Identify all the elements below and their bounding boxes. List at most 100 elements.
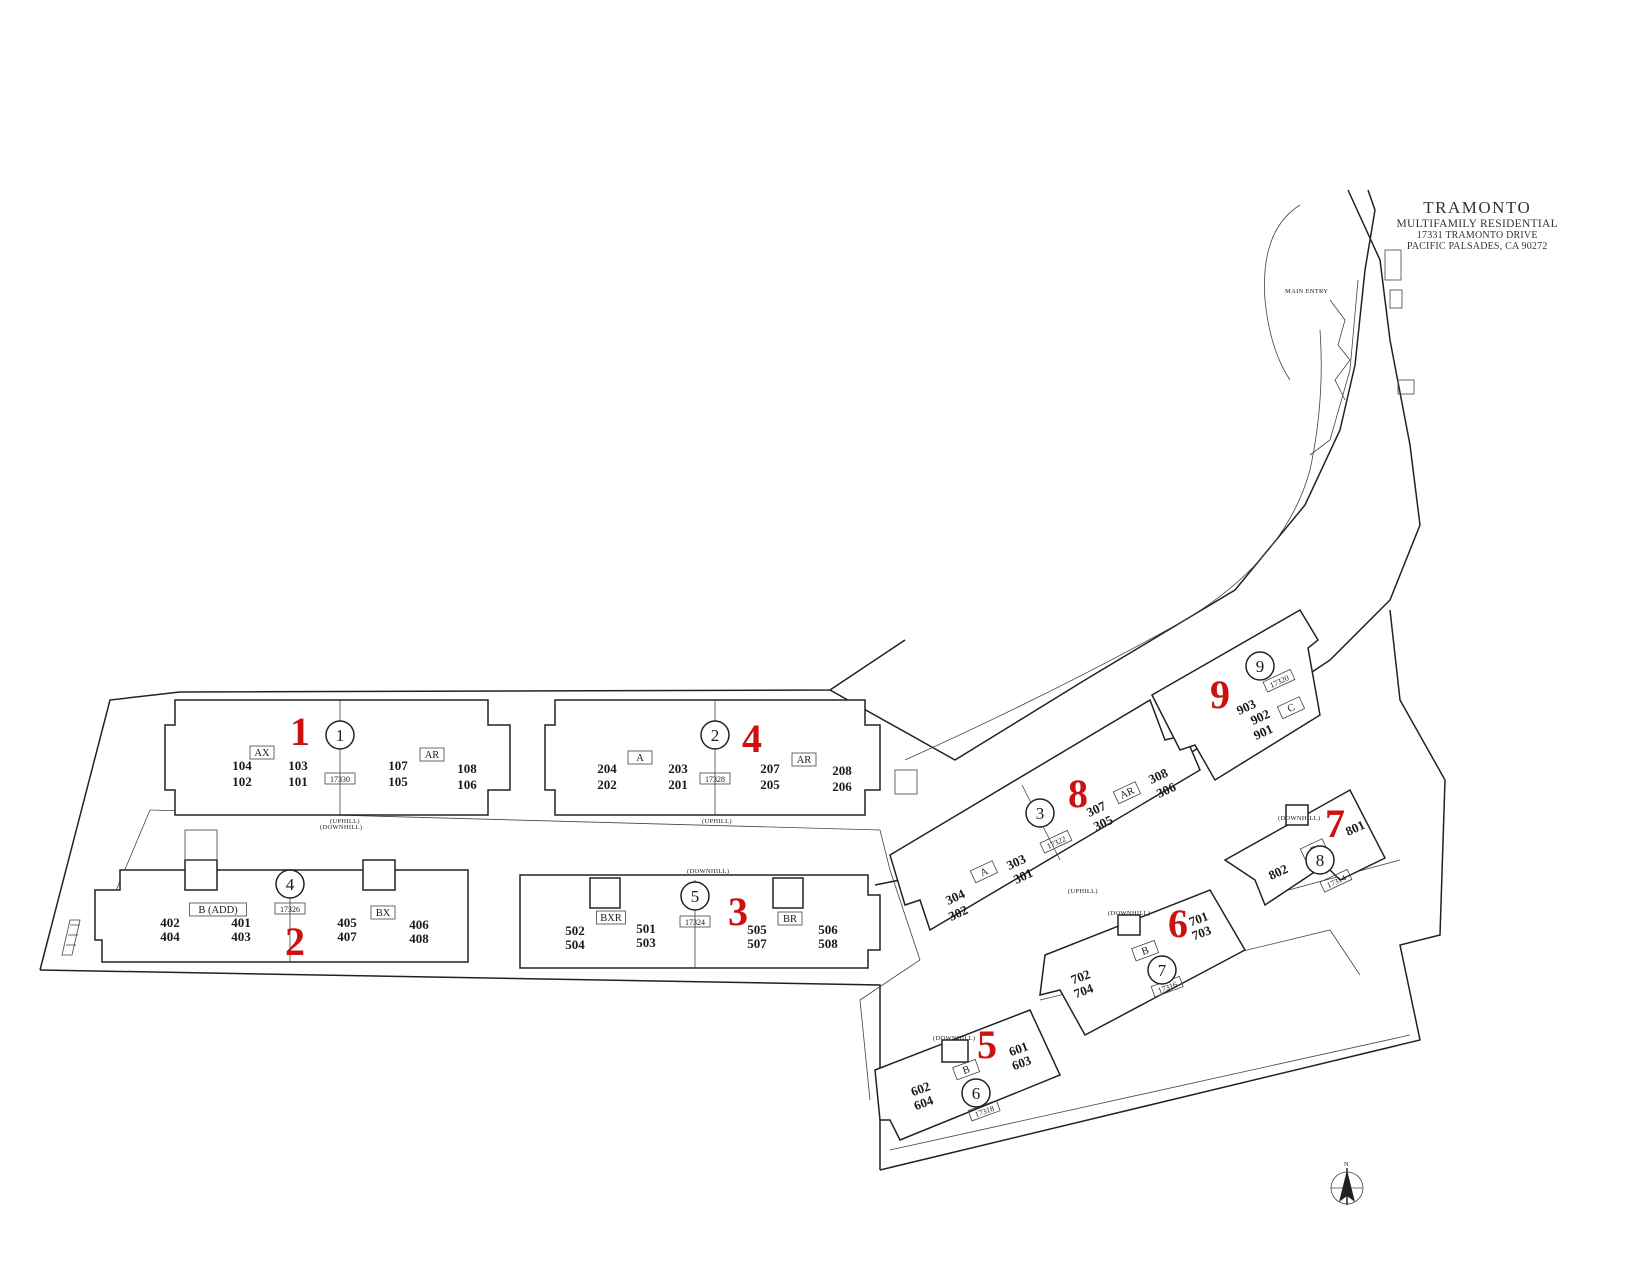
project-title: TRAMONTO [1423, 198, 1532, 217]
unit-label: 901 [1251, 721, 1275, 743]
building-number-red: 8 [1068, 771, 1088, 816]
unit-type-tag: AR [419, 747, 445, 762]
building-circle-marker: 4 [275, 869, 305, 899]
unit-type-text: A [979, 866, 991, 879]
building-circle-marker: 2 [700, 720, 730, 750]
address-text: 17330 [330, 775, 350, 784]
unit-type-text: B (ADD) [198, 905, 238, 916]
address-text: 17314 [1325, 873, 1347, 890]
unit-label: 601 [1007, 1038, 1030, 1059]
unit-label: 104 [232, 758, 252, 773]
unit-label: 201 [668, 777, 688, 792]
unit-type-text: AX [254, 748, 270, 759]
unit-label: 503 [636, 935, 656, 950]
project-address-line1: 17331 TRAMONTO DRIVE [1416, 230, 1538, 241]
unit-label: 505 [747, 922, 767, 937]
unit-label: 508 [818, 936, 838, 951]
unit-label: 504 [565, 937, 585, 952]
uphill-label-3: (UPHILL) [1068, 888, 1098, 895]
unit-type-text: BXR [600, 913, 622, 924]
unit-type-tag: BR [777, 911, 803, 926]
building-number-red: 5 [977, 1022, 997, 1067]
building-circle-number: 5 [691, 887, 700, 906]
unit-type-tag: A [969, 860, 999, 884]
building-circle-marker: 1 [325, 720, 355, 750]
downhill-label-3: (DOWNHILL) [1108, 910, 1150, 917]
building-circle-markers: 1 2 3 4 5 6 7 8 9 [275, 651, 1335, 1108]
building-4 [544, 699, 881, 816]
unit-label: 507 [747, 936, 767, 951]
unit-label: 404 [160, 929, 180, 944]
address-tag: 17324 [679, 915, 711, 928]
unit-type-text: C [1286, 702, 1297, 715]
unit-label: 902 [1248, 706, 1272, 728]
unit-label: 506 [818, 922, 838, 937]
unit-type-tag: BXR [596, 910, 626, 925]
building-circle-number: 3 [1036, 804, 1045, 823]
site-header: TRAMONTO MULTIFAMILY RESIDENTIAL 17331 T… [1396, 198, 1558, 252]
building-circle-number: 1 [336, 726, 345, 745]
unit-label: 602 [909, 1078, 932, 1099]
building-circle-number: 6 [972, 1084, 981, 1103]
building-circle-number: 2 [711, 726, 720, 745]
unit-label: 403 [231, 929, 251, 944]
building-circle-number: 4 [286, 875, 295, 894]
unit-label: 501 [636, 921, 656, 936]
unit-type-tag: A [627, 750, 653, 765]
unit-label: 204 [597, 761, 617, 776]
unit-label: 702 [1069, 966, 1092, 987]
unit-label: 206 [832, 779, 852, 794]
building-circle-marker: 7 [1147, 955, 1177, 985]
unit-label: 603 [1010, 1052, 1034, 1073]
unit-label: 105 [388, 774, 408, 789]
unit-label: 801 [1343, 817, 1367, 839]
north-label: N [1344, 1161, 1349, 1168]
building-circle-number: 8 [1316, 851, 1325, 870]
building-number-red: 2 [285, 919, 305, 964]
unit-type-text: BR [783, 914, 797, 925]
building-number-red: 9 [1210, 672, 1230, 717]
building-9 [1151, 608, 1321, 782]
unit-label: 407 [337, 929, 357, 944]
unit-label: 108 [457, 761, 477, 776]
unit-label: 802 [1266, 861, 1290, 883]
unit-type-text: B [1140, 945, 1150, 958]
unit-type-tag: C [1276, 696, 1306, 720]
address-tag: 17328 [699, 772, 731, 785]
uphill-label-1: (UPHILL) [330, 818, 360, 825]
building-number-red: 4 [742, 716, 762, 761]
unit-label: 202 [597, 777, 617, 792]
building-7 [1223, 788, 1387, 907]
main-entry-label: MAIN ENTRY [1285, 288, 1328, 295]
unit-label: 405 [337, 915, 357, 930]
downhill-label-4: (DOWNHILL) [933, 1035, 975, 1042]
unit-type-tag: AR [791, 752, 817, 767]
address-text: 17328 [705, 775, 725, 784]
unit-label: 207 [760, 761, 780, 776]
building-circle-marker: 6 [961, 1078, 991, 1108]
unit-type-text: AR [797, 755, 812, 766]
project-address-line2: PACIFIC PALSADES, CA 90272 [1406, 241, 1548, 252]
unit-label: 701 [1187, 908, 1210, 929]
address-text: 17324 [685, 918, 705, 927]
building-circle-marker: 5 [680, 881, 710, 911]
unit-type-text: B [961, 1064, 971, 1077]
address-tag: 17326 [274, 902, 306, 915]
building-number-red: 7 [1325, 801, 1345, 846]
building-circle-number: 9 [1256, 657, 1265, 676]
unit-label: 301 [1011, 865, 1035, 887]
unit-label: 703 [1190, 922, 1214, 943]
unit-type-tag: B [1131, 939, 1160, 962]
unit-type-tag: BX [370, 905, 396, 920]
building-circle-marker: 3 [1025, 798, 1055, 828]
building-number-red: 3 [728, 889, 748, 934]
unit-type-text: AR [425, 750, 440, 761]
unit-label: 106 [457, 777, 477, 792]
unit-labels: 1041021031011071051081062042022032012072… [160, 696, 1367, 1113]
unit-label: 208 [832, 763, 852, 778]
unit-type-tag: AR [1112, 781, 1142, 805]
unit-label: 502 [565, 923, 585, 938]
unit-label: 704 [1072, 980, 1096, 1001]
unit-type-tag: B [952, 1058, 981, 1081]
